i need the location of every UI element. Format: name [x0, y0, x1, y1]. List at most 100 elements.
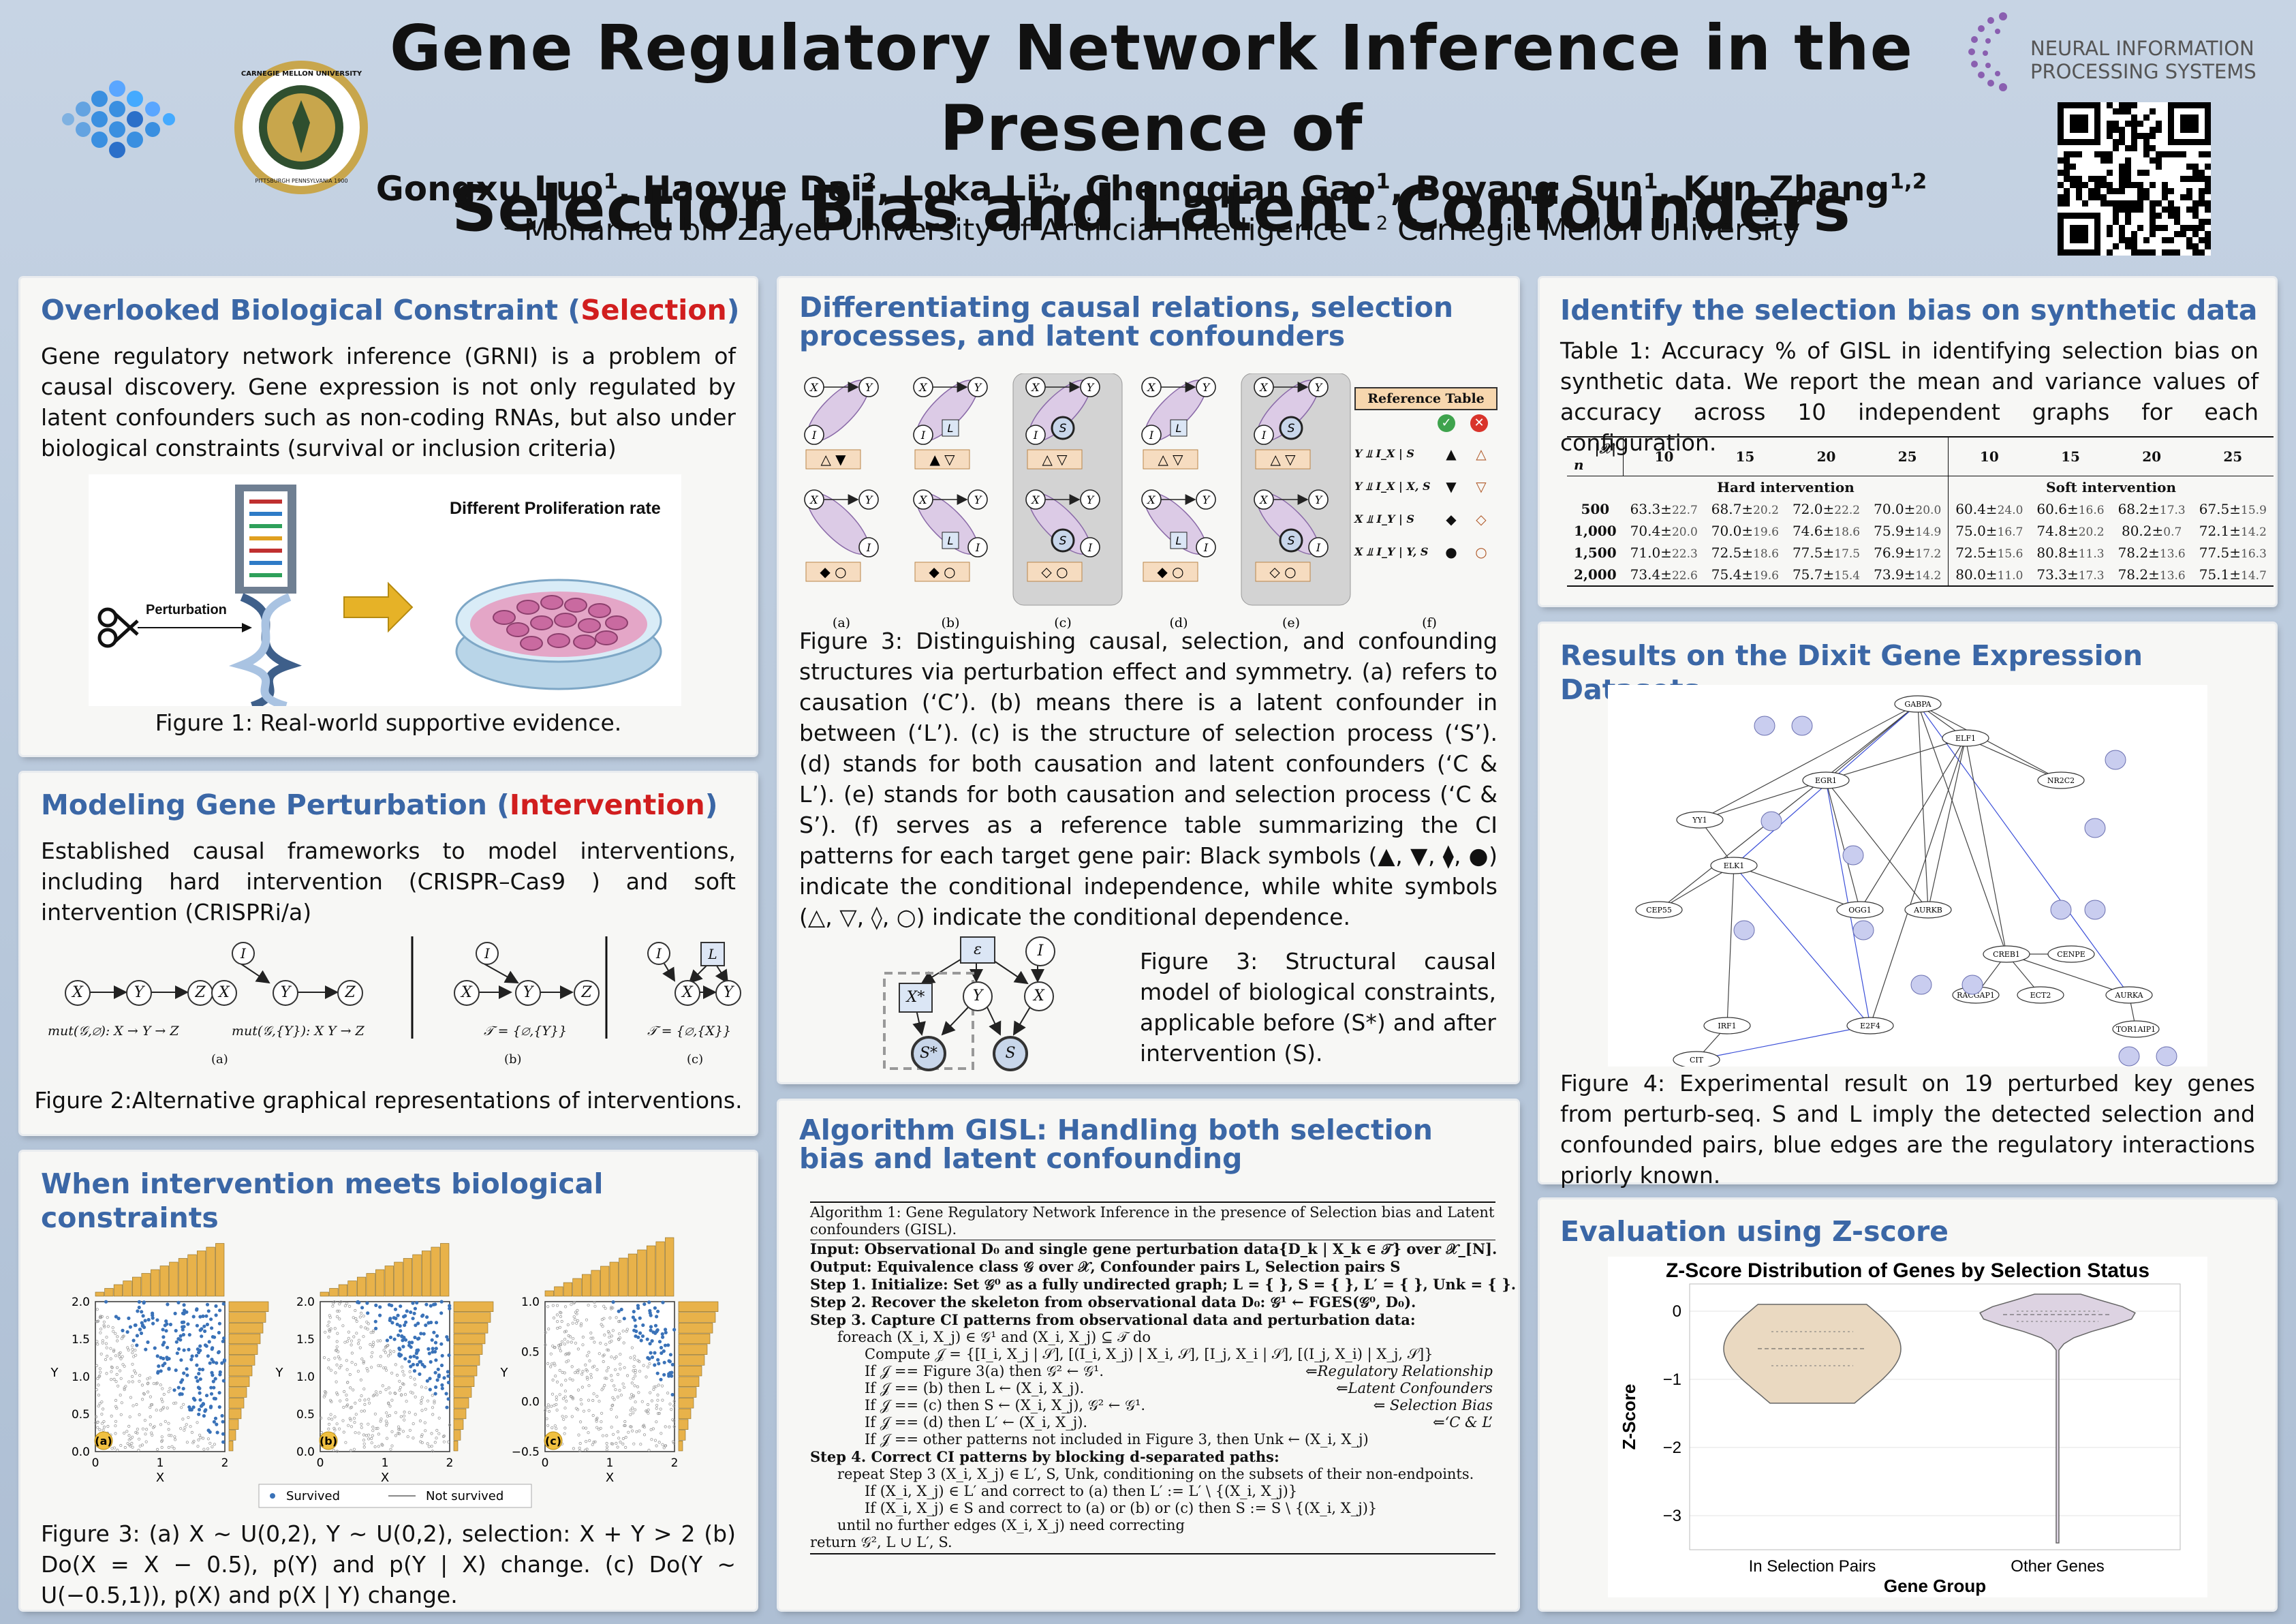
not-survived-point: [190, 1430, 193, 1434]
survived-point: [172, 1388, 176, 1392]
not-survived-point: [612, 1398, 616, 1401]
ref-white-symbol: △: [1476, 446, 1487, 462]
not-survived-point: [431, 1450, 435, 1453]
not-survived-point: [388, 1392, 392, 1395]
not-survived-point: [552, 1316, 556, 1319]
not-survived-point: [622, 1341, 625, 1345]
survived-point: [407, 1360, 412, 1364]
algorithm-box: Algorithm 1: Gene Regulatory Network Inf…: [810, 1201, 1516, 1554]
not-survived-point: [146, 1381, 150, 1385]
subplot-label: (c): [545, 1435, 561, 1447]
not-survived-point: [632, 1442, 636, 1445]
not-survived-point: [337, 1427, 341, 1430]
ci-symbols: ◇ ○: [1041, 564, 1068, 580]
survived-point: [187, 1333, 191, 1337]
not-survived-point: [334, 1349, 338, 1352]
survived-point: [143, 1319, 147, 1323]
survived-point: [404, 1320, 408, 1324]
not-survived-point: [558, 1326, 562, 1329]
not-survived-point: [117, 1384, 120, 1388]
not-survived-point: [653, 1439, 657, 1442]
survived-point: [151, 1321, 155, 1326]
cell-pm: ±: [1822, 501, 1835, 517]
survived-point: [174, 1329, 178, 1333]
survived-point: [397, 1346, 401, 1351]
not-survived-point: [337, 1350, 340, 1353]
not-survived-point: [395, 1373, 399, 1377]
not-survived-point: [655, 1444, 658, 1447]
not-survived-point: [338, 1358, 341, 1361]
survived-point: [197, 1407, 202, 1412]
histogram-bar: [206, 1246, 215, 1297]
not-survived-point: [160, 1397, 164, 1401]
not-survived-point: [666, 1392, 670, 1395]
not-survived-point: [390, 1430, 394, 1433]
selection-latent-node: [2084, 818, 2106, 838]
survived-point: [185, 1373, 189, 1377]
not-survived-point: [602, 1353, 606, 1357]
not-survived-point: [349, 1386, 352, 1390]
survived-point: [156, 1370, 160, 1375]
not-survived-point: [551, 1378, 555, 1382]
algorithm-line: Step 4. Correct CI patterns by blocking …: [810, 1448, 1495, 1466]
table-cell: 73.4±22.6: [1624, 564, 1705, 586]
ref-row: Y ⫫ I_X | X, S▼▽: [1354, 470, 1498, 503]
histogram-bar: [228, 1333, 261, 1345]
qr-code[interactable]: [2058, 102, 2211, 256]
not-survived-point: [381, 1384, 384, 1388]
not-survived-point: [627, 1430, 630, 1434]
survived-point: [195, 1323, 199, 1328]
not-survived-point: [577, 1433, 580, 1437]
algorithm-line-text: repeat Step 3 (X_i, X_j) ∈ L′, S, Unk, c…: [837, 1466, 1474, 1482]
not-survived-point: [632, 1411, 635, 1415]
survived-point: [670, 1370, 674, 1375]
not-survived-point: [611, 1306, 615, 1310]
not-survived-point: [419, 1401, 423, 1405]
histogram-bar: [627, 1253, 638, 1297]
histogram-bar: [141, 1273, 151, 1297]
not-survived-point: [397, 1431, 400, 1435]
sub-label: (e): [1282, 615, 1300, 630]
network-edge: [1733, 865, 1861, 910]
network-edge: [1825, 780, 1929, 910]
row-n: 2,000: [1574, 566, 1617, 583]
not-survived-point: [373, 1412, 377, 1415]
survived-point: [197, 1372, 201, 1376]
not-survived-point: [352, 1388, 355, 1392]
selection-latent-node: [1791, 716, 1813, 736]
not-survived-point: [664, 1444, 667, 1447]
not-survived-point: [167, 1422, 170, 1425]
not-survived-point: [623, 1424, 627, 1427]
survived-point: [213, 1377, 217, 1381]
not-survived-point: [342, 1405, 345, 1409]
not-survived-point: [167, 1390, 170, 1394]
not-survived-point: [608, 1336, 611, 1339]
not-survived-point: [546, 1362, 550, 1365]
not-survived-point: [555, 1427, 558, 1430]
not-survived-point: [585, 1368, 588, 1371]
not-survived-point: [180, 1406, 183, 1409]
not-survived-point: [116, 1339, 119, 1343]
not-survived-point: [564, 1415, 568, 1418]
graph-node-label: X: [1030, 381, 1040, 394]
survived-point: [133, 1323, 137, 1328]
node-s: S: [993, 1036, 1028, 1071]
not-survived-point: [617, 1332, 621, 1336]
cell-pm: ±: [2066, 566, 2079, 583]
sub-label-a: (a): [211, 1052, 228, 1067]
histogram-bar: [591, 1270, 600, 1297]
histogram-bar: [131, 1276, 142, 1297]
not-survived-point: [98, 1367, 102, 1370]
survived-point: [220, 1413, 224, 1418]
not-survived-point: [561, 1397, 565, 1400]
survived-point: [435, 1378, 439, 1382]
not-survived-point: [412, 1436, 415, 1440]
algorithm-comment: ⇐Latent Confounders: [1336, 1380, 1493, 1396]
table-cell: 78.2±13.6: [2111, 564, 2192, 586]
survived-point: [434, 1385, 438, 1390]
panel-dixit: Results on the Dixit Gene Expression Dat…: [1540, 624, 2276, 1189]
survived-point: [445, 1405, 449, 1409]
survived-point: [222, 1359, 226, 1363]
algorithm-line-text: Compute 𝒥 = {[I_i, X_j | 𝒮], [(I_i, X_j)…: [865, 1346, 1433, 1362]
not-survived-point: [600, 1323, 603, 1326]
